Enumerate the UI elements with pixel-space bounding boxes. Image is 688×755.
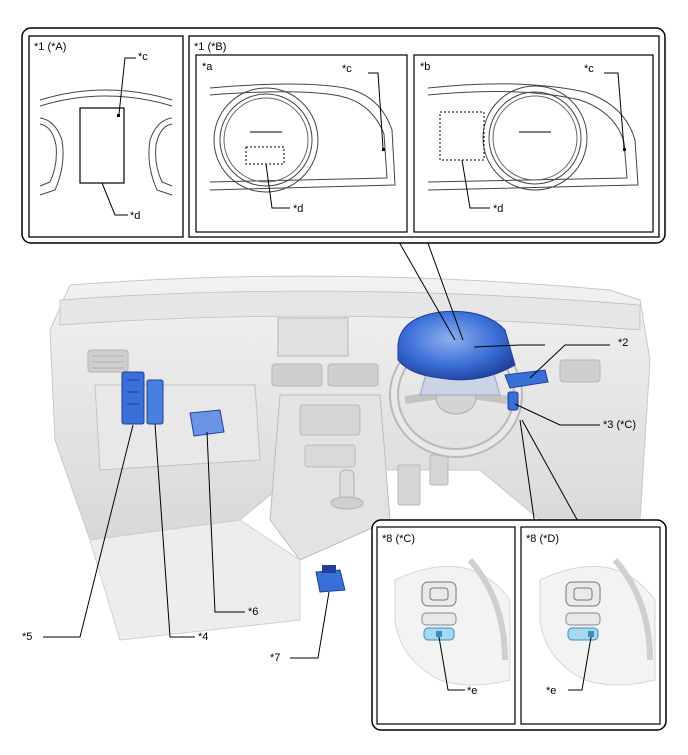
panel-d: *8 (*D) *e bbox=[520, 526, 661, 725]
top-frame: *1 (*A) *c *d *1 (*B) *a bbox=[21, 27, 666, 244]
panel-a-callout-d: *d bbox=[130, 210, 140, 222]
panel-b: *1 (*B) *a *c *d *b bbox=[188, 35, 660, 238]
panel-b-title: *1 (*B) bbox=[194, 41, 226, 53]
callout-2: *2 bbox=[618, 337, 628, 349]
panel-a: *1 (*A) *c *d bbox=[28, 35, 184, 238]
callout-3: *3 (*C) bbox=[603, 419, 636, 431]
panel-b-sub-a: *a *c *d bbox=[195, 54, 408, 233]
sub-a-title: *a bbox=[202, 61, 213, 73]
panel-c-title: *8 (*C) bbox=[382, 533, 415, 545]
panel-c: *8 (*C) *e bbox=[376, 526, 516, 725]
highlighted-parts bbox=[121, 310, 549, 593]
callout-5: *5 bbox=[22, 631, 32, 643]
stalk-switch-part bbox=[504, 369, 549, 389]
dashboard-leaders bbox=[43, 234, 610, 659]
bottom-frame: *8 (*C) *e *8 (*D) *e bbox=[371, 519, 667, 731]
panel-a-callout-c: *c bbox=[138, 51, 148, 63]
module-part bbox=[189, 409, 225, 437]
callout-7: *7 bbox=[270, 652, 280, 664]
combination-meter-part bbox=[397, 310, 516, 381]
panel-b-sub-b: *b *c *d bbox=[413, 54, 654, 233]
steering-sensor-part bbox=[507, 391, 519, 411]
sub-a-callout-c: *c bbox=[342, 63, 352, 75]
callout-4: *4 bbox=[198, 631, 208, 643]
panel-d-title: *8 (*D) bbox=[526, 533, 559, 545]
sub-b-callout-d: *d bbox=[493, 203, 503, 215]
callout-6: *6 bbox=[248, 606, 258, 618]
dashboard-labels: *2 *3 (*C) *5 *4 *6 *7 bbox=[22, 337, 636, 664]
sub-b-callout-c: *c bbox=[584, 63, 594, 75]
sub-b-title: *b bbox=[420, 61, 430, 73]
ecu-right-part bbox=[146, 379, 164, 425]
floor-module-part bbox=[315, 569, 346, 593]
panel-a-title: *1 (*A) bbox=[34, 41, 66, 53]
sub-a-callout-d: *d bbox=[293, 203, 303, 215]
panel-c-callout-e: *e bbox=[467, 685, 477, 697]
ecu-left-part bbox=[121, 371, 145, 425]
panel-d-callout-e: *e bbox=[546, 685, 556, 697]
